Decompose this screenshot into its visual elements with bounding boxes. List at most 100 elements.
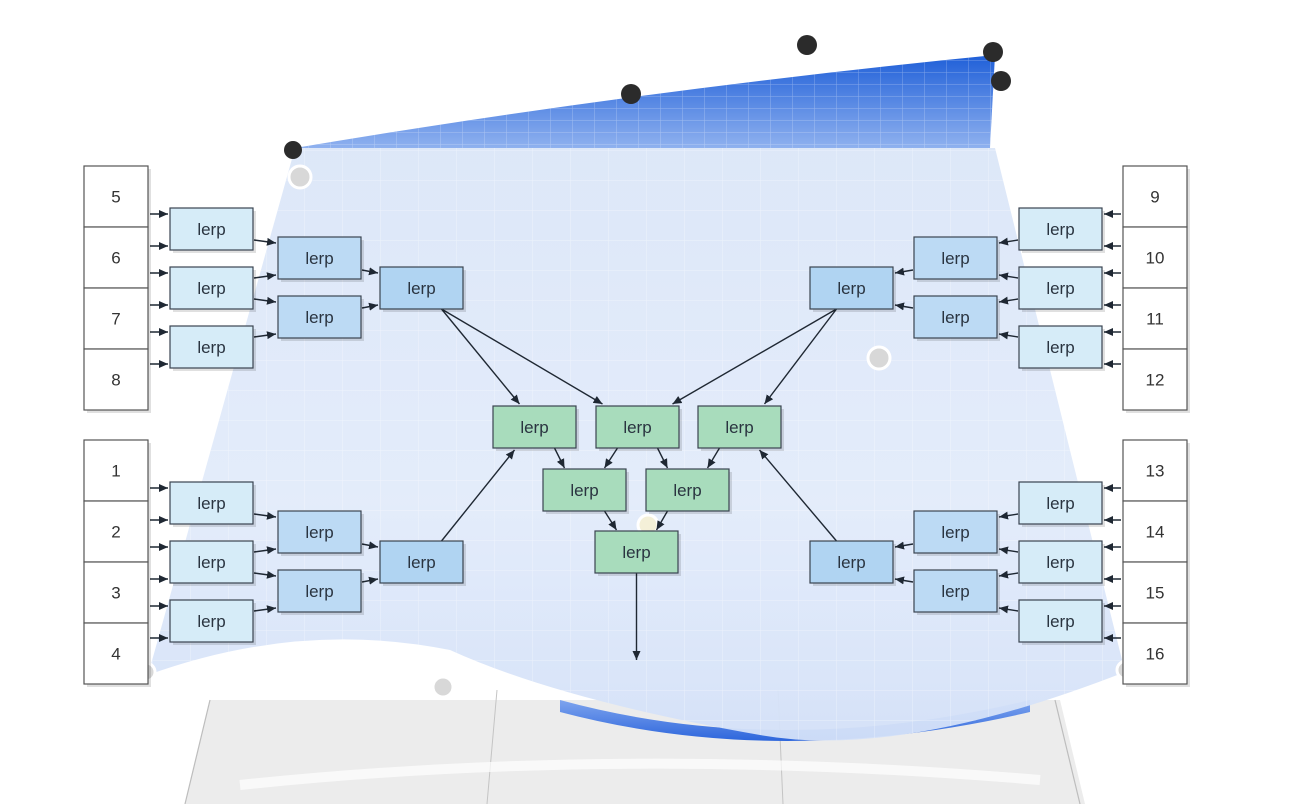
index-cell: 7	[83, 287, 149, 350]
index-cell: 3	[83, 561, 149, 624]
arrow	[998, 296, 1019, 305]
lerp-node-level3: lerp	[379, 266, 466, 312]
lerp-node-center: lerp	[542, 468, 629, 514]
index-cell: 9	[1122, 165, 1188, 228]
lerp-label: lerp	[1046, 279, 1074, 298]
lerp-label: lerp	[1046, 553, 1074, 572]
lerp-label: lerp	[622, 543, 650, 562]
control-point-handle[interactable]	[866, 345, 892, 371]
arrow	[894, 302, 914, 311]
lerp-label: lerp	[197, 553, 225, 572]
lerp-label: lerp	[1046, 220, 1074, 239]
lerp-label: lerp	[837, 279, 865, 298]
lerp-node-level1: lerp	[169, 325, 256, 371]
control-point-handle[interactable]	[983, 42, 1003, 62]
control-point-handle[interactable]	[431, 675, 455, 699]
lerp-label: lerp	[197, 612, 225, 631]
index-cell: 11	[1122, 287, 1188, 350]
arrow	[441, 308, 603, 405]
index-label: 15	[1146, 584, 1165, 603]
lerp-label: lerp	[407, 553, 435, 572]
index-label: 5	[111, 188, 120, 207]
arrow	[998, 546, 1019, 555]
index-label: 4	[111, 645, 120, 664]
index-label: 3	[111, 584, 120, 603]
arrow	[672, 308, 837, 405]
arrow	[894, 267, 914, 276]
arrow	[998, 570, 1019, 579]
lerp-label: lerp	[673, 481, 701, 500]
arrow	[655, 510, 669, 531]
arrow	[998, 272, 1019, 281]
lerp-node-level1: lerp	[1018, 540, 1105, 586]
lerp-label: lerp	[407, 279, 435, 298]
arrow	[253, 331, 277, 340]
index-label: 7	[111, 310, 120, 329]
arrow	[894, 576, 914, 585]
lerp-label: lerp	[1046, 612, 1074, 631]
arrow	[553, 447, 566, 469]
index-cell: 2	[83, 500, 149, 563]
lerp-node-level2: lerp	[277, 295, 364, 341]
index-cell: 14	[1122, 500, 1188, 563]
lerp-node-level1: lerp	[169, 266, 256, 312]
lerp-label: lerp	[941, 523, 969, 542]
arrow	[253, 296, 277, 305]
lerp-node-level1: lerp	[1018, 481, 1105, 527]
arrow	[253, 272, 277, 281]
arrow	[603, 510, 618, 531]
index-label: 9	[1150, 188, 1159, 207]
lerp-node-level1: lerp	[1018, 266, 1105, 312]
lerp-node-level1: lerp	[169, 540, 256, 586]
index-cell: 10	[1122, 226, 1188, 289]
lerp-node-level3: lerp	[809, 540, 896, 586]
arrow	[998, 511, 1019, 520]
arrow	[706, 447, 721, 469]
control-point-handle[interactable]	[797, 35, 817, 55]
lerp-node-level1: lerp	[1018, 207, 1105, 253]
arrow	[998, 237, 1019, 246]
arrow	[603, 447, 619, 469]
lerp-label: lerp	[941, 308, 969, 327]
lerp-node-level3: lerp	[809, 266, 896, 312]
arrow	[361, 302, 379, 311]
index-cell: 6	[83, 226, 149, 289]
lerp-node-level2: lerp	[913, 510, 1000, 556]
index-label: 14	[1146, 523, 1165, 542]
lerp-label: lerp	[725, 418, 753, 437]
arrow	[656, 447, 669, 469]
index-label: 10	[1146, 249, 1165, 268]
arrow	[253, 570, 277, 579]
lerp-label: lerp	[305, 249, 333, 268]
lerp-label: lerp	[197, 279, 225, 298]
index-cell: 16	[1122, 622, 1188, 685]
control-point-handle[interactable]	[991, 71, 1011, 91]
lerp-node-center: lerp	[595, 405, 682, 451]
arrow	[440, 308, 521, 405]
control-point-handle[interactable]	[287, 164, 313, 190]
lerp-label: lerp	[197, 220, 225, 239]
lerp-node-output: lerp	[594, 530, 681, 576]
arrow	[361, 267, 379, 276]
diagram-edges	[150, 210, 1121, 660]
arrow	[440, 449, 516, 542]
index-cell: 13	[1122, 439, 1188, 502]
index-column: 13 14 15 16	[1122, 439, 1190, 687]
lerp-node-level1: lerp	[1018, 599, 1105, 645]
lerp-label: lerp	[623, 418, 651, 437]
lerp-node-level3: lerp	[379, 540, 466, 586]
control-point-handle[interactable]	[284, 141, 302, 159]
lerp-node-level1: lerp	[169, 599, 256, 645]
index-cell: 5	[83, 165, 149, 228]
index-label: 2	[111, 523, 120, 542]
lerp-node-level1: lerp	[1018, 325, 1105, 371]
arrow	[894, 541, 914, 550]
lerp-label: lerp	[1046, 338, 1074, 357]
index-label: 12	[1146, 371, 1165, 390]
arrow	[758, 449, 838, 542]
index-cell: 8	[83, 348, 149, 411]
lerp-label: lerp	[305, 308, 333, 327]
control-point-handle[interactable]	[621, 84, 641, 104]
